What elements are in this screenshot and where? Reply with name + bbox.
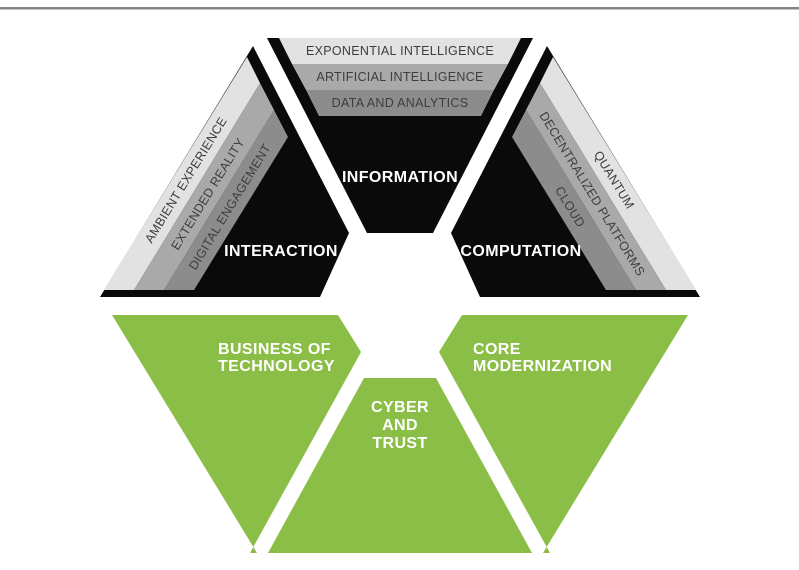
cyber-and-trust-label-line2: AND [382,417,418,434]
band-quantum [540,57,696,290]
top-divider-line [0,7,799,10]
interaction-label: INTERACTION [224,243,338,260]
cyber-and-trust-label-line1: CYBER [371,399,429,416]
core-modernization-label-line1: CORE [473,341,521,358]
band-digital-engagement [164,110,288,290]
core-modernization-face [439,315,688,553]
band-label-data-and-analytics: DATA AND ANALYTICS [332,96,469,110]
cyber-and-trust-face-group: CYBER AND TRUST [268,378,532,553]
band-label-exponential-intelligence: EXPONENTIAL INTELLIGENCE [306,44,494,58]
band-extended-reality [134,83,274,290]
band-cloud [512,110,636,290]
business-of-technology-label-line1: BUSINESS OF [218,341,331,358]
business-of-technology-face [112,315,361,553]
information-face-group: EXPONENTIAL INTELLIGENCE ARTIFICIAL INTE… [267,38,533,233]
band-ambient-experience [104,57,260,290]
business-of-technology-face-group: BUSINESS OF TECHNOLOGY [112,315,361,553]
band-label-artificial-intelligence: ARTIFICIAL INTELLIGENCE [316,70,483,84]
band-artificial-intelligence [292,64,508,90]
band-data-and-analytics [306,90,494,116]
core-modernization-label-line2: MODERNIZATION [473,358,612,375]
computation-label: COMPUTATION [460,243,581,260]
computation-face-group: QUANTUM DECENTRALIZED PLATFORMS CLOUD CO… [451,46,700,297]
core-modernization-face-group: CORE MODERNIZATION [439,315,688,553]
band-exponential-intelligence [279,38,521,64]
business-of-technology-label-line2: TECHNOLOGY [218,358,335,375]
band-decentralized-platforms [526,83,666,290]
information-label: INFORMATION [342,169,458,186]
cyber-and-trust-face [268,378,532,553]
cyber-and-trust-label-line3: TRUST [372,435,427,452]
